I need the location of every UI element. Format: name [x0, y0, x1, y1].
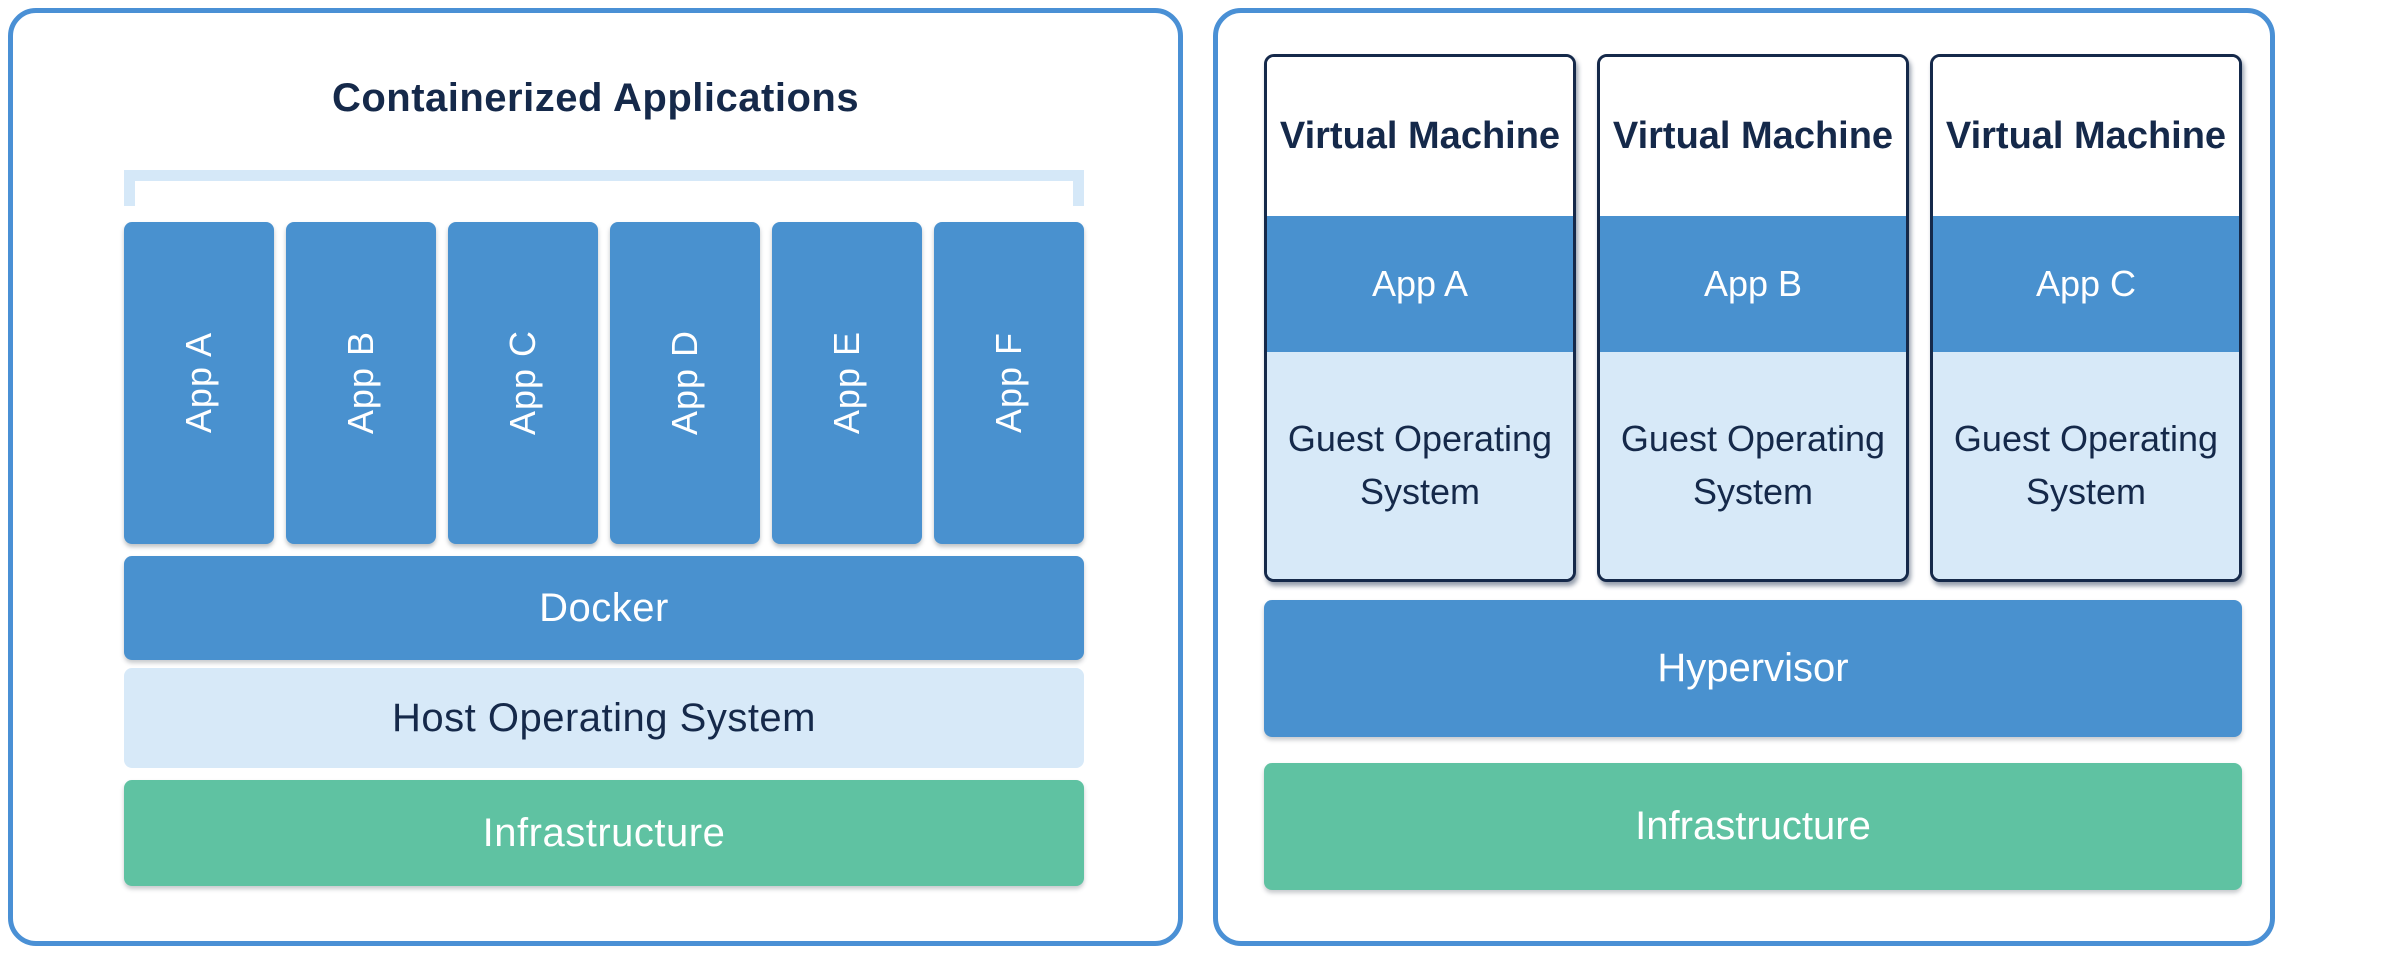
infrastructure-layer-right: Infrastructure — [1264, 763, 2242, 890]
container-apps-row: App A App B App C App D App E App F — [124, 222, 1084, 544]
container-app-a: App A — [124, 222, 274, 544]
container-app-d: App D — [610, 222, 760, 544]
vm-box-1: Virtual Machine App A Guest Operating Sy… — [1264, 54, 1576, 582]
vm-box-1-guest-os: Guest Operating System — [1267, 352, 1573, 579]
vm-box-3: Virtual Machine App C Guest Operating Sy… — [1930, 54, 2242, 582]
vm-box-1-title: Virtual Machine — [1279, 115, 1561, 157]
vm-row: Virtual Machine App A Guest Operating Sy… — [1264, 54, 2242, 582]
container-app-b: App B — [286, 222, 436, 544]
vm-box-2: Virtual Machine App B Guest Operating Sy… — [1597, 54, 1909, 582]
vm-box-1-header: Virtual Machine — [1267, 57, 1573, 216]
vm-box-3-title: Virtual Machine — [1945, 115, 2227, 157]
virtual-machines-panel: Virtual Machine App A Guest Operating Sy… — [1213, 8, 2275, 946]
container-app-a-label: App A — [178, 332, 219, 434]
host-os-layer: Host Operating System — [124, 668, 1084, 768]
container-app-f: App F — [934, 222, 1084, 544]
vm-box-3-app: App C — [1933, 216, 2239, 352]
apps-group-bracket — [124, 170, 1084, 206]
vm-box-2-guest-os: Guest Operating System — [1600, 352, 1906, 579]
container-app-c: App C — [448, 222, 598, 544]
container-app-d-label: App D — [664, 330, 705, 436]
vm-box-2-app: App B — [1600, 216, 1906, 352]
container-app-c-label: App C — [502, 330, 543, 436]
vm-box-1-app: App A — [1267, 216, 1573, 352]
infrastructure-layer-left: Infrastructure — [124, 780, 1084, 886]
container-app-e: App E — [772, 222, 922, 544]
vm-box-2-title: Virtual Machine — [1612, 115, 1894, 157]
container-app-f-label: App F — [988, 332, 1029, 434]
containers-panel: Containerized Applications App A App B A… — [8, 8, 1183, 946]
vm-box-2-header: Virtual Machine — [1600, 57, 1906, 216]
container-app-b-label: App B — [340, 331, 381, 435]
vm-box-3-header: Virtual Machine — [1933, 57, 2239, 216]
containers-panel-title: Containerized Applications — [331, 76, 860, 120]
vm-box-3-guest-os: Guest Operating System — [1933, 352, 2239, 579]
container-app-e-label: App E — [826, 331, 867, 435]
hypervisor-layer: Hypervisor — [1264, 600, 2242, 737]
docker-layer: Docker — [124, 556, 1084, 660]
